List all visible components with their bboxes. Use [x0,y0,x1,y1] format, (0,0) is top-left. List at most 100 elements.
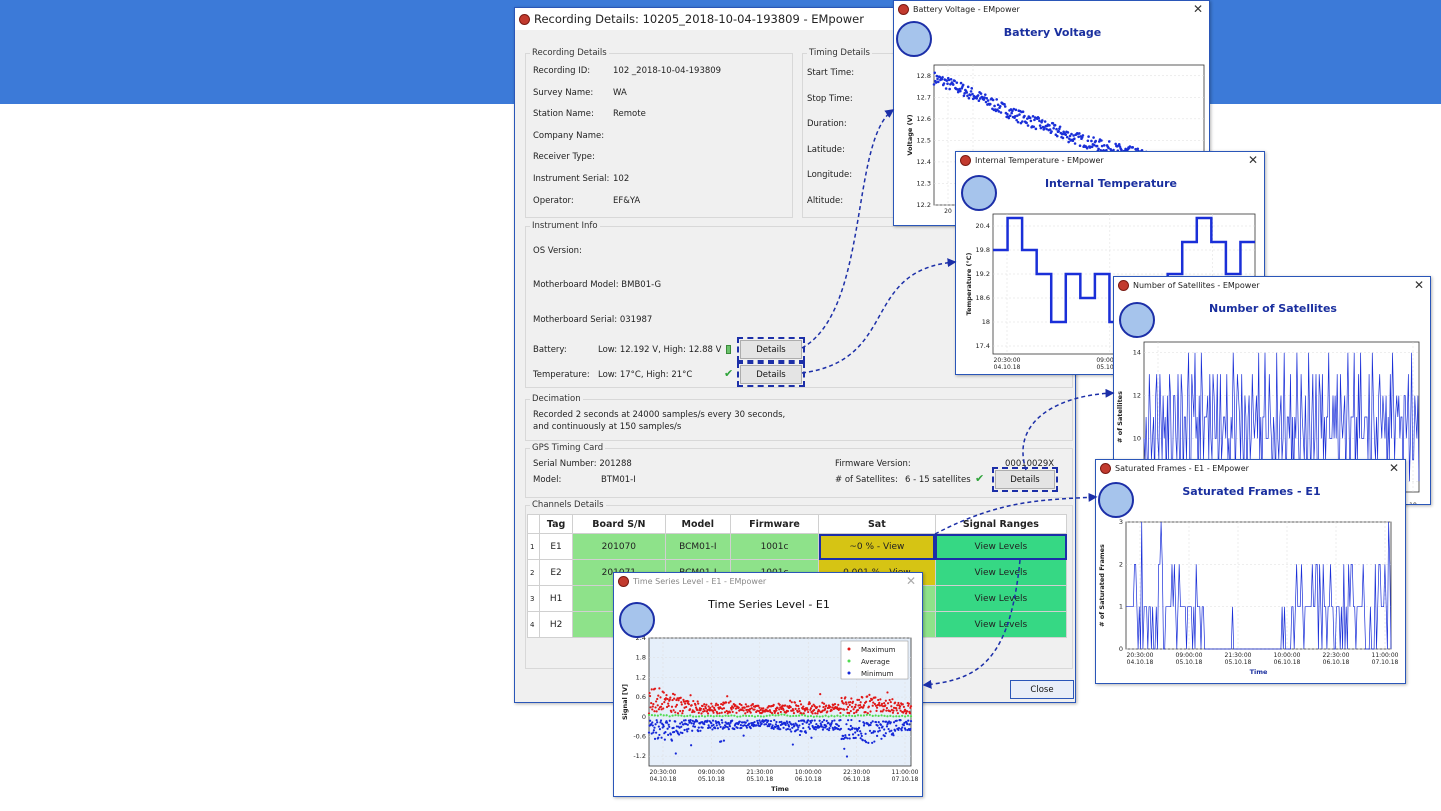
data-point [845,755,849,758]
data-point [895,707,898,710]
data-point [700,712,703,715]
data-point [883,734,886,738]
data-point [701,704,704,708]
table-header[interactable]: Sat [818,514,936,534]
close-icon[interactable]: ✕ [1413,278,1424,292]
data-point [683,706,686,709]
data-point [889,721,892,724]
close-button[interactable]: Close [1010,680,1074,699]
data-point [744,721,747,724]
data-point [894,729,897,732]
group-title: Instrument Info [530,221,600,231]
data-point [653,726,656,729]
data-point [874,720,878,724]
data-point [739,715,742,718]
close-icon[interactable]: ✕ [905,574,916,588]
data-point [827,721,830,724]
data-point [853,711,856,715]
check-icon: ✔ [975,472,985,485]
data-point [828,727,831,730]
data-point [655,700,658,703]
data-point [909,720,913,723]
data-point [1114,142,1117,146]
data-point [795,714,798,717]
data-point [901,726,904,729]
data-point [750,707,753,710]
data-point [651,705,654,708]
data-point [697,711,700,715]
check-icon: ✔ [724,367,734,380]
data-point [880,702,884,705]
data-point [671,698,674,702]
close-icon[interactable]: ✕ [1388,461,1399,475]
data-point [833,719,836,722]
table-header[interactable]: Tag [538,514,574,534]
data-point [877,698,880,702]
data-point [1025,121,1028,125]
callout-circle [619,602,655,638]
y-axis-label: # of Saturated Frames [1098,544,1106,627]
data-point [745,705,749,708]
series-minimum [647,718,913,758]
data-point [1055,134,1059,138]
y-tick-label: 1 [1119,603,1123,611]
y-tick-label: 1.2 [636,673,646,681]
timing-label: Longitude: [807,170,853,180]
data-point [690,722,693,725]
table-header[interactable]: Board S/N [572,514,666,534]
data-point [984,100,988,104]
cell-ranges[interactable]: View Levels [934,585,1068,612]
data-point [853,727,856,730]
data-point [802,705,805,708]
data-point [854,736,857,740]
data-point [1014,108,1018,112]
data-point [792,712,796,715]
data-point [1055,127,1058,131]
cell-sat[interactable]: ~0 % - View [818,533,936,560]
data-point [702,708,705,711]
data-point [1051,121,1055,125]
data-point [864,732,867,735]
cell-ranges[interactable]: View Levels [934,611,1068,638]
data-point [669,733,672,736]
temperature-details-button[interactable]: Details [737,362,805,387]
gps-details-button[interactable]: Details [992,467,1058,492]
data-point [684,702,687,705]
data-point [874,714,877,717]
group-title: Decimation [530,394,583,404]
data-point [851,726,854,729]
x-axis-label: Time [771,785,789,793]
data-point [965,91,969,94]
data-point [692,722,695,726]
data-point [694,703,697,706]
saturated-frames-window: Saturated Frames - E1 - EMpower ✕ Satura… [1095,459,1406,684]
data-point [901,714,904,717]
data-point [825,704,828,707]
close-icon[interactable]: ✕ [1192,2,1203,16]
table-header[interactable]: Firmware [730,514,819,534]
data-point [907,704,910,707]
table-header[interactable]: Signal Ranges [934,514,1068,534]
data-point [706,712,710,715]
data-point [685,705,688,709]
data-point [674,714,677,717]
cell-ranges[interactable]: View Levels [934,559,1068,586]
data-point [789,706,792,709]
data-point [737,706,740,709]
data-point [681,709,685,712]
data-point [842,734,845,738]
data-point [847,727,850,731]
data-point [753,715,757,718]
close-icon[interactable]: ✕ [1247,153,1258,167]
data-point [894,701,897,704]
empower-logo-icon [519,13,530,25]
recording-details-group: Recording Details [525,48,793,218]
table-header[interactable]: Model [664,514,732,534]
battery-details-button[interactable]: Details [737,337,805,362]
cell-ranges[interactable]: View Levels [934,533,1068,560]
data-point [896,704,899,707]
y-tick-label: 12.8 [917,72,931,80]
data-point [716,703,720,707]
data-point [797,719,800,723]
